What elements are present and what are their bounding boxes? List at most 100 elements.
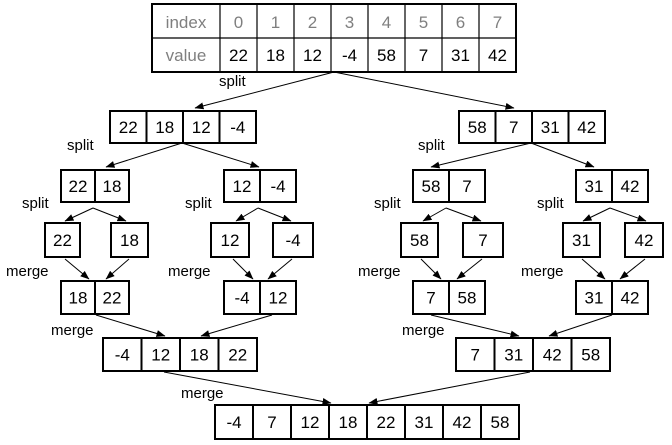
array-cell-value: 42: [453, 413, 472, 432]
array-cell-value: 12: [192, 118, 211, 137]
arrow: [456, 258, 483, 280]
index-cell: 4: [382, 13, 391, 32]
array-cell-value: 58: [410, 231, 429, 250]
array-m1c: 7 58: [412, 280, 486, 315]
index-cell: 7: [493, 13, 502, 32]
array-cell-value: 7: [509, 118, 518, 137]
array-cell-value: 31: [504, 346, 523, 365]
index-cell: 2: [308, 13, 317, 32]
arrow: [200, 314, 273, 337]
index-cell: 3: [345, 13, 354, 32]
index-cell: 1: [271, 13, 280, 32]
array-cell-value: 18: [155, 118, 174, 137]
array-m1d: 31 42: [575, 280, 649, 315]
array-cell-value: 22: [69, 177, 88, 196]
array-cell-value: 7: [426, 289, 435, 308]
array-box-border: [400, 222, 439, 258]
arrow: [194, 71, 335, 110]
array-cell-value: 22: [228, 346, 247, 365]
array-cell-value: 31: [585, 289, 604, 308]
array-box-border: [624, 222, 664, 258]
split-label-l2d: split: [537, 195, 565, 212]
index-cell: 5: [419, 13, 428, 32]
arrow: [548, 314, 613, 337]
value-header-label: value: [166, 46, 207, 65]
arrow: [105, 258, 130, 280]
arrow: [181, 142, 260, 168]
array-cell-value: 18: [339, 413, 358, 432]
arrow: [445, 207, 482, 222]
array-cell-value: 7: [471, 346, 480, 365]
array-cell-value: 18: [103, 177, 122, 196]
array-cell-value: -4: [234, 289, 249, 308]
array-l3a: 22: [44, 222, 81, 258]
merge-label-m1a: merge: [6, 263, 49, 280]
step-labels: split split split split split split spli…: [6, 73, 565, 402]
merge-label-m2b: merge: [402, 322, 445, 339]
index-header-label: index: [166, 13, 207, 32]
array-cell-value: 22: [119, 118, 138, 137]
arrow: [530, 142, 595, 168]
value-cell: 18: [266, 46, 285, 65]
array-l3b: 18: [110, 222, 149, 258]
array-cell-value: 12: [151, 346, 170, 365]
array-cell-value: 42: [543, 346, 562, 365]
array-cell-value: 12: [269, 289, 288, 308]
array-l3f: 7: [462, 222, 504, 258]
array-cell-value: 31: [541, 118, 560, 137]
value-cell: -4: [342, 46, 357, 65]
array-cell-value: 18: [120, 231, 139, 250]
array-box-border: [110, 222, 149, 258]
split-label-l2b: split: [185, 195, 213, 212]
split-label-left-l1: split: [67, 137, 95, 154]
arrow: [420, 258, 442, 280]
merge-label-m1d: merge: [521, 263, 564, 280]
arrow: [163, 371, 332, 405]
arrow: [333, 71, 515, 110]
arrow: [422, 207, 447, 222]
array-l3e: 58: [400, 222, 439, 258]
array-cell-value: 22: [53, 231, 72, 250]
array-cell-value: -4: [270, 177, 285, 196]
array-cell-value: 12: [233, 177, 252, 196]
array-cell-value: 58: [458, 289, 477, 308]
value-cell: 58: [377, 46, 396, 65]
value-cell: 42: [488, 46, 507, 65]
array-l3g: 31: [562, 222, 601, 258]
arrow: [92, 207, 127, 222]
arrow: [267, 258, 293, 280]
arrow: [430, 314, 520, 338]
array-cell-value: 58: [581, 346, 600, 365]
array-cell-value: 7: [478, 231, 487, 250]
array-cell-value: 42: [621, 289, 640, 308]
arrows: [64, 71, 647, 405]
value-cell: 7: [419, 46, 428, 65]
array-cell-value: 22: [103, 289, 122, 308]
split-label-top: split: [219, 73, 247, 90]
array-m1b: -4 12: [223, 280, 297, 315]
array-cell-value: 42: [577, 118, 596, 137]
array-cell-value: 18: [69, 289, 88, 308]
arrow: [582, 207, 611, 222]
array-l3d: -4: [272, 222, 314, 258]
merge-label-m2a: merge: [51, 322, 94, 339]
array-box-border: [44, 222, 81, 258]
array-cell-value: -4: [115, 346, 130, 365]
array-l2b: 12 -4: [223, 169, 297, 203]
array-cell-value: 31: [585, 177, 604, 196]
array-cell-value: 22: [377, 413, 396, 432]
index-cell: 6: [456, 13, 465, 32]
arrow: [64, 258, 90, 280]
array-l3c: 12: [210, 222, 250, 258]
value-cell: 12: [303, 46, 322, 65]
array-cell-value: -4: [226, 413, 241, 432]
array-box-border: [562, 222, 601, 258]
arrow: [430, 142, 532, 169]
array-box-border: [210, 222, 250, 258]
